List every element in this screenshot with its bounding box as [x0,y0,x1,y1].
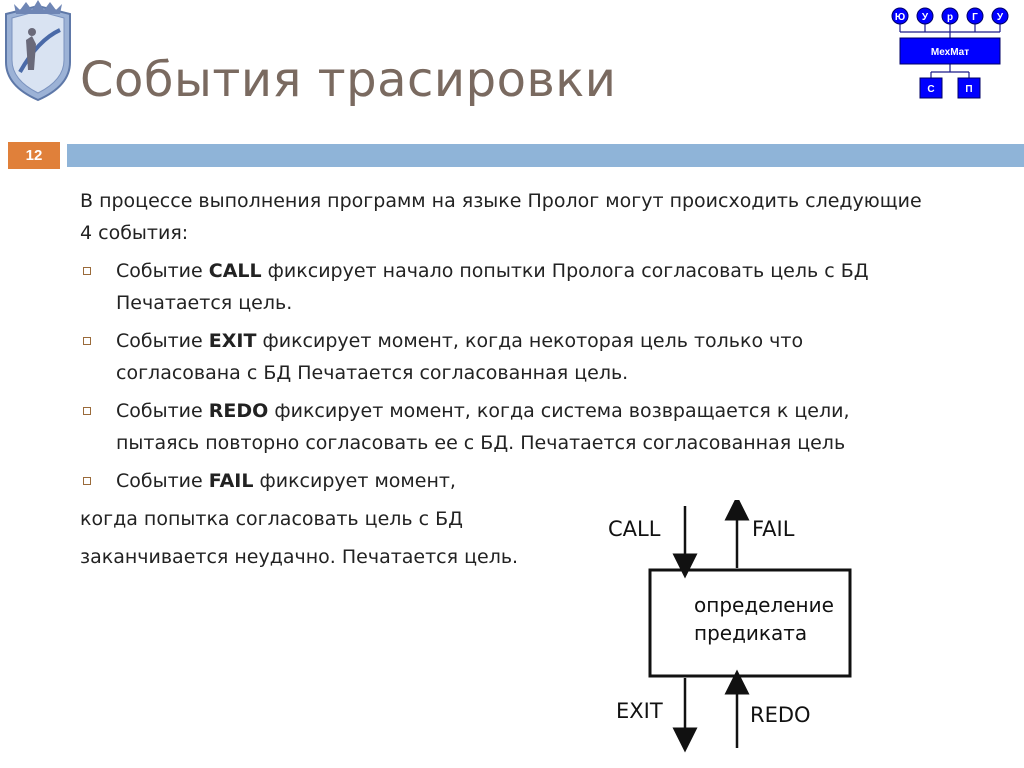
org-node-5: У [997,12,1004,23]
bullet-exit: Событие EXIT фиксирует момент, когда нек… [80,325,930,389]
org-center-label: МехМат [931,47,969,58]
bullet-text: фиксирует начало попытки Пролога согласо… [116,260,869,314]
org-node-4: Г [972,12,978,23]
predicate-box-diagram: определение предиката CALL FAIL EXIT RED… [608,500,852,753]
org-node-1: Ю [895,12,905,23]
predicate-box [648,568,852,678]
box-label-line2: предиката [694,621,807,645]
slide-title: События трасировки [80,52,617,108]
bullet-text: фиксирует момент, [253,470,456,492]
org-top-nodes: Ю У р Г У [891,7,1009,25]
bullet-keyword: CALL [208,260,262,282]
call-label: CALL [608,517,661,541]
bullet-call: Событие CALL фиксирует начало попытки Пр… [80,255,930,319]
bullet-prefix: Событие [116,330,209,352]
bullet-redo: Событие REDO фиксирует момент, когда сис… [80,395,930,459]
header-divider-bar [67,144,1024,167]
slide-body: В процессе выполнения программ на языке … [80,185,930,579]
org-bottom-box-2 [957,77,981,99]
exit-label: EXIT [616,699,663,723]
bullet-keyword: FAIL [208,470,254,492]
university-logo [5,0,71,102]
org-node-2: У [922,12,929,23]
org-bottom-box-1 [919,77,943,99]
org-node-3: р [947,12,953,23]
box-label-line1: определение [694,593,834,617]
org-bottom-label-1: С [927,84,934,95]
org-center-box [899,37,1001,65]
square-bullet-icon [83,267,91,275]
fail-label: FAIL [752,517,795,541]
org-bottom-label-2: П [965,84,972,95]
square-bullet-icon [83,477,91,485]
intro-text: В процессе выполнения программ на языке … [80,190,922,244]
bullet-prefix: Событие [116,470,209,492]
redo-label: REDO [750,703,811,727]
square-bullet-icon [83,407,91,415]
bullet-keyword: EXIT [208,330,257,352]
bullet-prefix: Событие [116,400,209,422]
mehmat-org-chart: Ю У р Г У МехМат С П [891,7,1009,99]
bullet-prefix: Событие [116,260,209,282]
bullet-fail: Событие FAIL фиксирует момент, [80,465,930,497]
continuation-line-1: когда попытка согласовать цель с БД [80,508,464,530]
bullet-keyword: REDO [208,400,269,422]
slide-number: 12 [8,142,60,169]
bullet-text: фиксирует момент, когда система возвраща… [116,400,850,454]
continuation-line-2: заканчивается неудачно. Печатается цель. [80,546,519,568]
square-bullet-icon [83,337,91,345]
bullet-text: фиксирует момент, когда некоторая цель т… [116,330,804,384]
